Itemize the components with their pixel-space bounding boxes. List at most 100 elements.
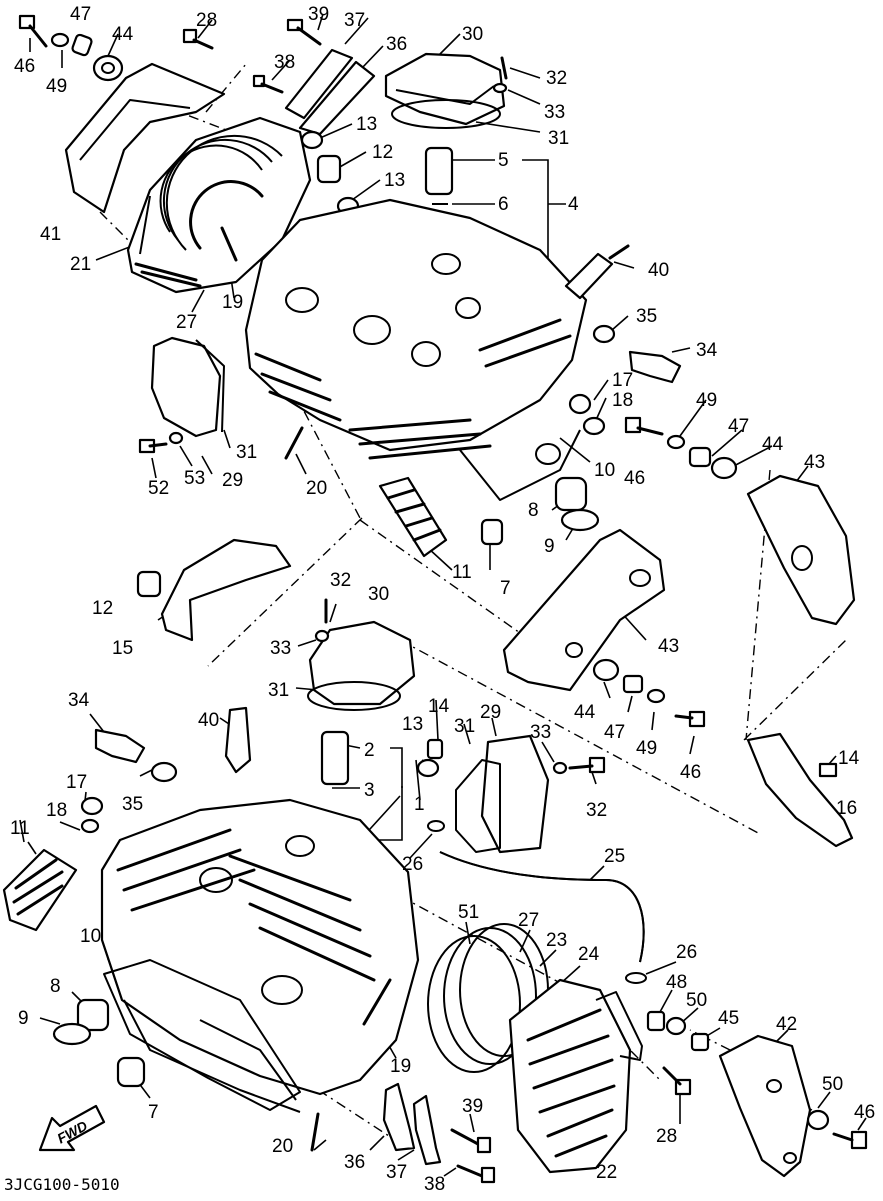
- callout-31-top: 31: [548, 128, 569, 149]
- callout-8-upper: 8: [528, 500, 539, 521]
- callout-13-mid: 13: [384, 170, 405, 191]
- callout-45: 45: [718, 1008, 739, 1029]
- callout-44-lower: 44: [574, 702, 596, 723]
- callout-28-lower: 28: [656, 1126, 677, 1147]
- callout-20-lower: 20: [272, 1136, 293, 1157]
- callout-31-lower: 31: [268, 680, 289, 701]
- callout-44-mid: 44: [762, 434, 784, 455]
- callout-16: 16: [836, 798, 857, 819]
- callout-34-lower: 34: [68, 690, 90, 711]
- callout-1: 1: [414, 794, 425, 815]
- callout-51: 51: [458, 902, 479, 923]
- callout-32-lower: 32: [330, 570, 351, 591]
- drawing-code: 3JCG100-5010: [4, 1175, 120, 1194]
- callout-37-top: 37: [344, 10, 365, 31]
- callout-46-mid: 46: [624, 468, 645, 489]
- rear-cylinder-head: [244, 198, 588, 501]
- callout-26-right: 26: [676, 942, 697, 963]
- callout-11-lower: 11: [10, 818, 30, 839]
- callout-33-center: 33: [530, 722, 551, 743]
- callout-19-lower: 19: [390, 1056, 411, 1077]
- callout-41: 41: [40, 224, 61, 245]
- callout-29-left: 29: [222, 470, 243, 491]
- callout-49-lower: 49: [636, 738, 657, 759]
- front-cylinder-head: [100, 798, 420, 1113]
- callout-5: 5: [498, 150, 509, 171]
- callout-28-top: 28: [196, 10, 217, 31]
- callout-25: 25: [604, 846, 625, 867]
- callout-11-upper: 11: [452, 562, 472, 583]
- valve-spring-front: [2, 848, 78, 932]
- callout-35-lower: 35: [122, 794, 143, 815]
- callout-3: 3: [364, 780, 375, 801]
- callout-43-upper: 43: [804, 452, 825, 473]
- callout-32-center: 32: [586, 800, 607, 821]
- callout-49-mid: 49: [696, 390, 717, 411]
- callout-32-top: 32: [546, 68, 567, 89]
- callout-38-top: 38: [274, 52, 295, 73]
- callout-37-lower: 37: [386, 1162, 407, 1183]
- callout-46-right: 46: [854, 1102, 875, 1123]
- callout-18-lower: 18: [46, 800, 67, 821]
- callout-39-lower: 39: [462, 1096, 483, 1117]
- callout-17-upper: 17: [612, 370, 633, 391]
- callout-33-lower: 33: [270, 638, 291, 659]
- callout-40-lower: 40: [198, 710, 219, 731]
- callout-13-center: 13: [402, 714, 423, 735]
- callout-13-upper: 13: [356, 114, 377, 135]
- callout-21: 21: [70, 254, 91, 275]
- callout-50-right: 50: [822, 1074, 843, 1095]
- rear-cylinder: [126, 116, 312, 294]
- callout-14-right: 14: [838, 748, 860, 769]
- callout-9-lower: 9: [18, 1008, 29, 1029]
- callout-36-top: 36: [386, 34, 407, 55]
- callout-6: 6: [498, 194, 509, 215]
- callout-10-lower: 10: [80, 926, 101, 947]
- callout-17-lower: 17: [66, 772, 87, 793]
- callout-30-top: 30: [462, 24, 483, 45]
- callout-22: 22: [596, 1162, 617, 1183]
- bolt-46-top: [18, 14, 48, 48]
- callout-47-lower: 47: [604, 722, 625, 743]
- callout-36-lower: 36: [344, 1152, 365, 1173]
- callout-30-lower: 30: [368, 584, 389, 605]
- callout-42: 42: [776, 1014, 797, 1035]
- callout-10-upper: 10: [594, 460, 615, 481]
- callout-48: 48: [666, 972, 687, 993]
- fwd-arrow-icon: [38, 1104, 106, 1152]
- callout-52: 52: [148, 478, 169, 499]
- callout-38-lower: 38: [424, 1174, 445, 1195]
- callout-26-center: 26: [402, 854, 423, 875]
- callout-20-upper: 20: [306, 478, 327, 499]
- callout-2: 2: [364, 740, 375, 761]
- callout-35-upper: 35: [636, 306, 657, 327]
- callout-23: 23: [546, 930, 567, 951]
- callout-53: 53: [184, 468, 205, 489]
- callout-7-upper: 7: [500, 578, 511, 599]
- callout-31-left: 31: [236, 442, 257, 463]
- callout-34-upper: 34: [696, 340, 718, 361]
- callout-40-upper: 40: [648, 260, 669, 281]
- callout-7-lower: 7: [148, 1102, 159, 1123]
- callout-18-upper: 18: [612, 390, 633, 411]
- callout-29-center: 29: [480, 702, 501, 723]
- callout-47-mid: 47: [728, 416, 749, 437]
- callout-8-lower: 8: [50, 976, 61, 997]
- callout-33-top: 33: [544, 102, 565, 123]
- part-number-labels: 47 44 28 39 37 36 38 30 32 33 31 46 49 1…: [10, 4, 875, 1195]
- callout-49-top: 49: [46, 76, 67, 97]
- callout-46-top: 46: [14, 56, 35, 77]
- callout-12-upper: 12: [372, 142, 393, 163]
- callout-12-lower: 12: [92, 598, 113, 619]
- callout-15: 15: [112, 638, 133, 659]
- callout-31-center: 31: [454, 716, 475, 737]
- valve-spring-rear: [378, 476, 448, 558]
- callout-50-center: 50: [686, 990, 707, 1011]
- callout-39-top: 39: [308, 4, 329, 25]
- callout-19-upper: 19: [222, 292, 243, 313]
- callout-4: 4: [568, 194, 579, 215]
- callout-43-lower: 43: [658, 636, 679, 657]
- callout-24: 24: [578, 944, 600, 965]
- callout-47-top: 47: [70, 4, 91, 25]
